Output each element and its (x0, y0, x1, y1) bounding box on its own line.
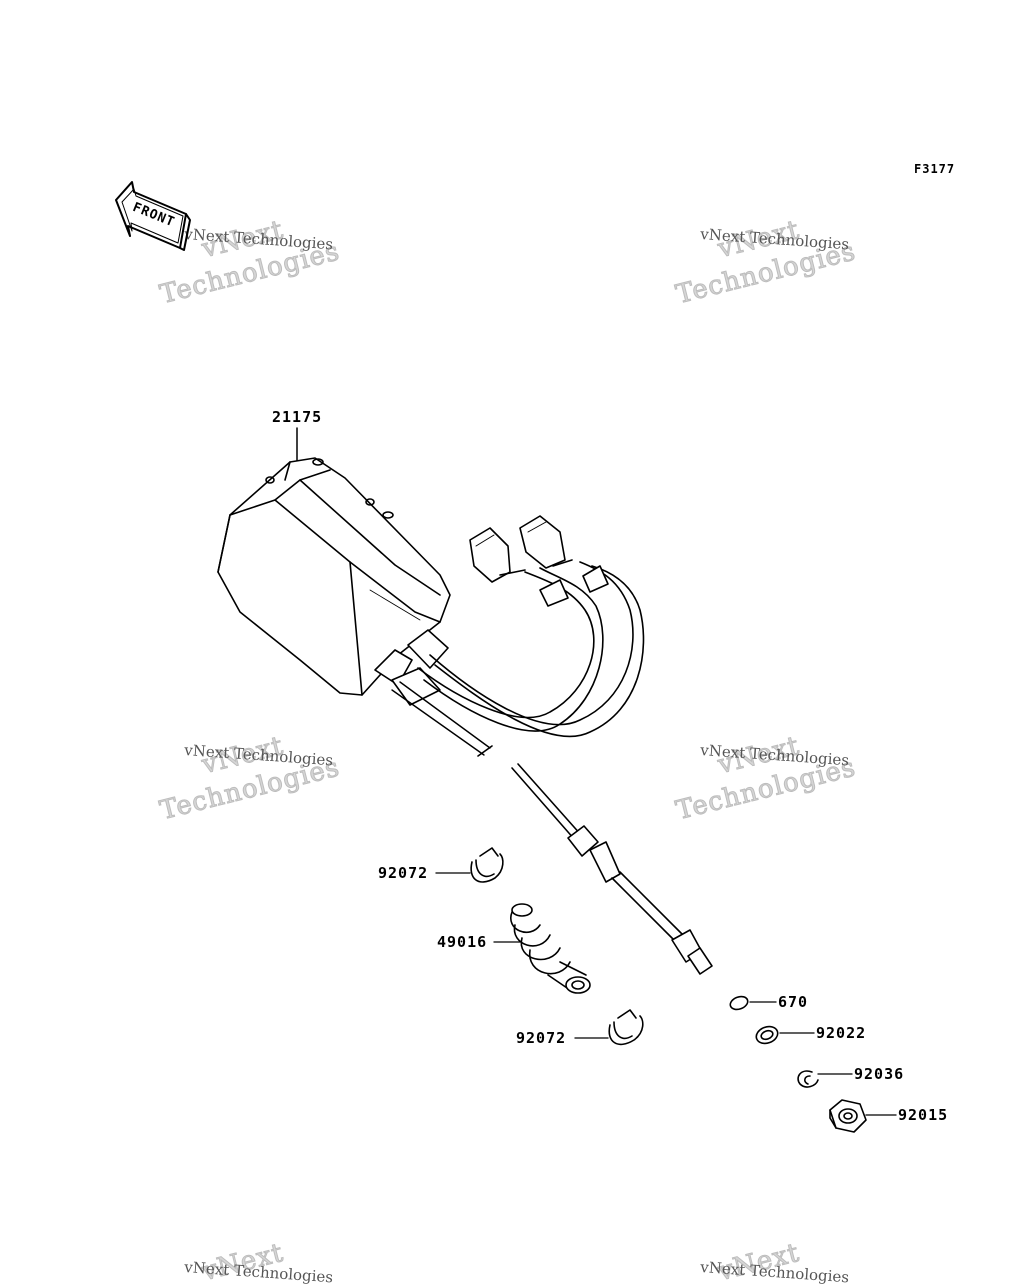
control-cable (391, 681, 713, 975)
cable-box-assembly-21175 (217, 427, 451, 706)
part-number-21175: 21175 (272, 408, 323, 426)
front-arrow-icon (115, 181, 191, 251)
clip-92036 (797, 1070, 853, 1088)
o-ring-670 (729, 995, 777, 1011)
nut-92015 (829, 1099, 897, 1133)
part-number-92022: 92022 (816, 1024, 867, 1042)
part-number-92072-upper: 92072 (378, 864, 429, 882)
part-number-92072-lower: 92072 (516, 1029, 567, 1047)
boot-49016 (493, 903, 591, 994)
wire-harness (417, 515, 645, 738)
part-number-670: 670 (778, 993, 809, 1011)
clamp-92072-upper (435, 847, 504, 883)
part-number-92036: 92036 (854, 1065, 905, 1083)
clamp-92072-lower (574, 1009, 644, 1046)
part-number-92015: 92015 (898, 1106, 949, 1124)
washer-92022 (755, 1025, 815, 1045)
part-number-49016: 49016 (437, 933, 488, 951)
figure-code: F3177 (914, 162, 956, 176)
